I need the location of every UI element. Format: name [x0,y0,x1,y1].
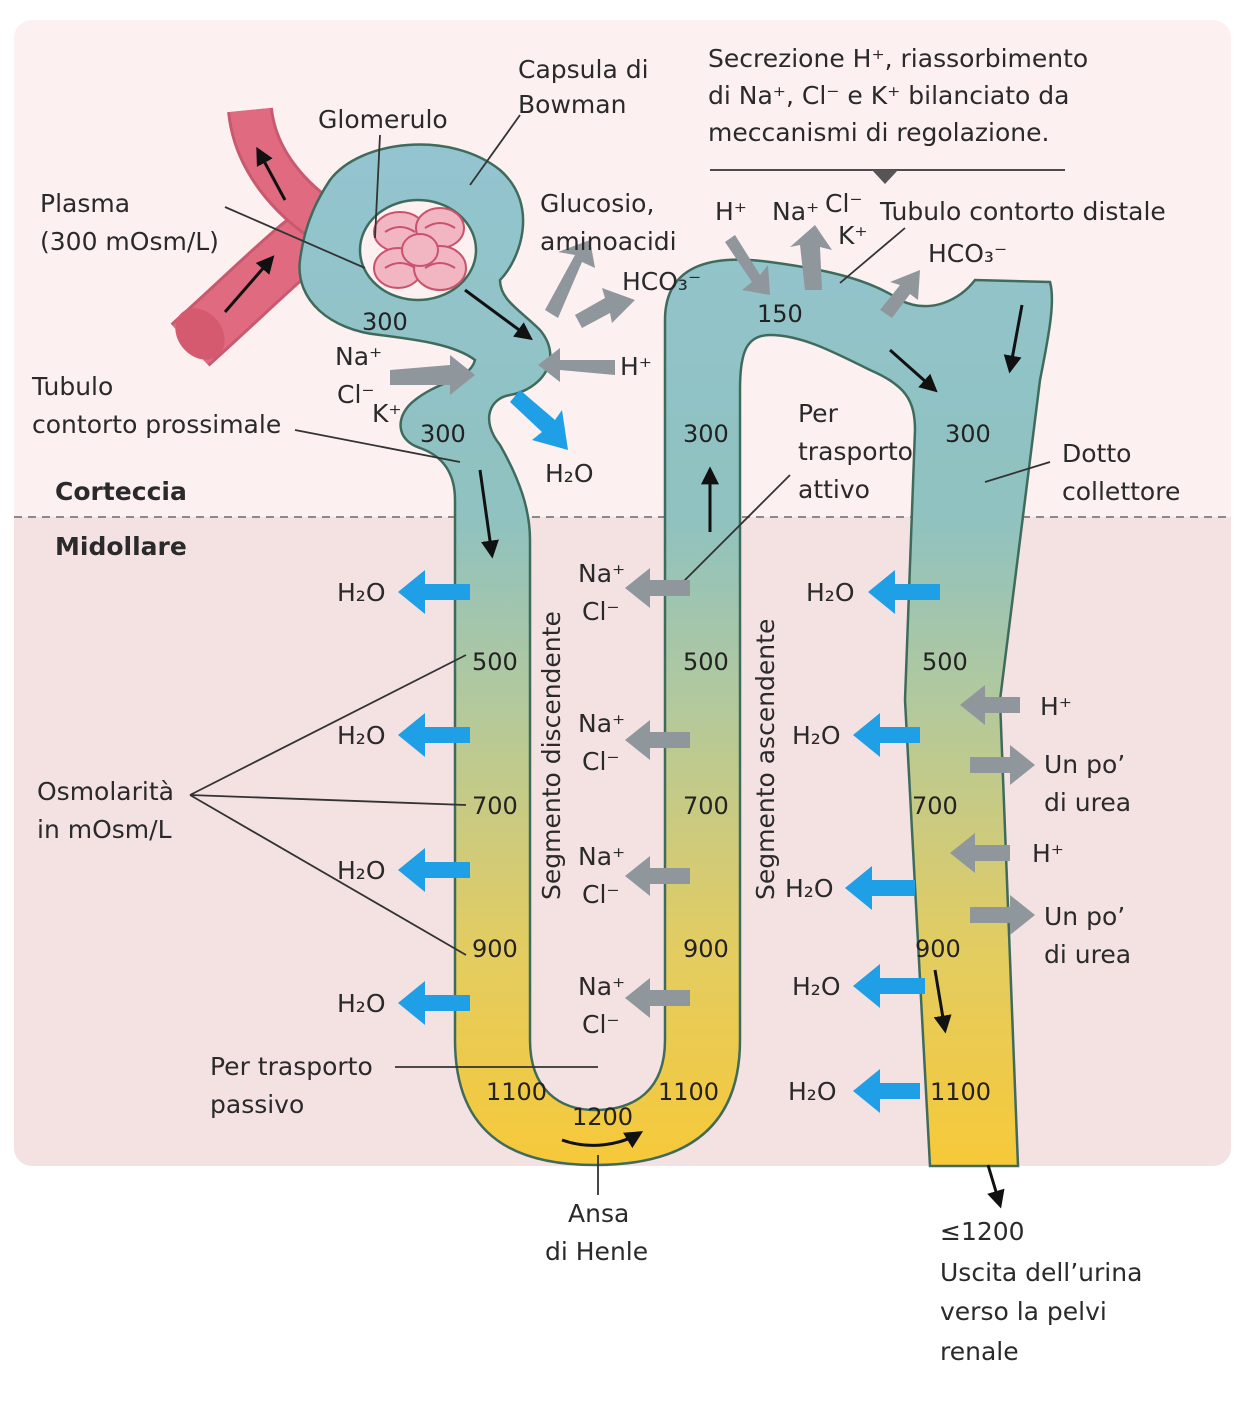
urea-label-1a: Un po’ [1044,750,1125,779]
osm-duct-top: 300 [945,420,991,448]
active-transport-label-1: Per [798,399,839,428]
glucose-label-1: Glucosio, [540,189,654,218]
urea-label-2a: Un po’ [1044,902,1125,931]
k-label-prox: K⁺ [372,399,402,428]
svg-text:Cl⁻: Cl⁻ [582,1010,620,1039]
osm-asc-1100: 1100 [658,1078,719,1106]
osm-desc-1100: 1100 [486,1078,547,1106]
descending-segment-label: Segmento discendente [537,611,566,900]
glucose-label-2: aminoacidi [540,227,677,256]
pointer-triangle [872,170,898,184]
osm-prox-2: 300 [420,420,466,448]
svg-text:H₂O: H₂O [337,721,386,750]
medulla-label: Midollare [55,532,187,561]
proximal-label-2: contorto prossimale [32,410,281,439]
urine-label-4: renale [940,1337,1019,1366]
glomerulus-tuft [373,207,467,291]
henle-label-1: Ansa [568,1199,629,1228]
osm-asc-top: 300 [683,420,729,448]
osm-desc-500: 500 [472,648,518,676]
proximal-label-1: Tubulo [31,372,113,401]
svg-text:H₂O: H₂O [337,856,386,885]
bowman-capsule-label-1: Capsula di [518,55,649,84]
osmolarity-label-1: Osmolarità [37,777,174,806]
svg-text:Cl⁻: Cl⁻ [582,747,620,776]
svg-text:H⁺: H⁺ [1040,692,1072,721]
afferent-arteriole [170,206,338,367]
osm-desc-900: 900 [472,935,518,963]
cl-label-distal: Cl⁻ [825,189,863,218]
secretion-text-2: di Na⁺, Cl⁻ e K⁺ bilanciato da [708,81,1069,110]
osm-distal: 150 [757,300,803,328]
osm-duct-900: 900 [915,935,961,963]
osm-duct-1100: 1100 [930,1078,991,1106]
h-label-prox: H⁺ [620,352,652,381]
osm-desc-700: 700 [472,792,518,820]
svg-text:Na⁺: Na⁺ [578,842,625,871]
svg-text:Cl⁻: Cl⁻ [582,880,620,909]
urea-label-1b: di urea [1044,788,1131,817]
svg-text:H₂O: H₂O [337,578,386,607]
cortex-label: Corteccia [55,477,187,506]
duct-labels: H₂O H₂O H₂O H₂O H₂O H⁺ H⁺ [785,578,1072,1106]
svg-text:H₂O: H₂O [806,578,855,607]
descending-water-labels: H₂O H₂O H₂O H₂O [337,578,386,1018]
active-transport-label-2: trasporto [798,437,913,466]
svg-text:Na⁺: Na⁺ [578,709,625,738]
henle-label-2: di Henle [545,1237,648,1266]
svg-text:H₂O: H₂O [788,1077,837,1106]
glomerulus-label: Glomerulo [318,105,448,134]
collecting-duct-label-2: collettore [1062,477,1180,506]
osm-duct-500: 500 [922,648,968,676]
hco3-label-prox: HCO₃⁻ [622,267,701,296]
osm-loop-bottom: 1200 [572,1103,633,1131]
secretion-text-1: Secrezione H⁺, riassorbimento [708,44,1088,73]
distal-label: Tubulo contorto distale [879,197,1166,226]
osm-asc-500: 500 [683,648,729,676]
svg-text:Cl⁻: Cl⁻ [582,597,620,626]
svg-text:H₂O: H₂O [792,972,841,1001]
ascending-ion-labels: Na⁺ Cl⁻ Na⁺ Cl⁻ Na⁺ Cl⁻ Na⁺ Cl⁻ [578,559,625,1039]
ion-arrows [390,225,1035,1018]
osm-asc-900: 900 [683,935,729,963]
h-label-distal: H⁺ [715,197,747,226]
urea-label-2b: di urea [1044,940,1131,969]
active-transport-label-3: attivo [798,475,870,504]
svg-text:H⁺: H⁺ [1032,839,1064,868]
cl-label-prox: Cl⁻ [337,380,375,409]
secretion-text-3: meccanismi di regolazione. [708,118,1049,147]
plasma-label-2: (300 mOsm/L) [40,227,219,256]
urine-label-2: Uscita dell’urina [940,1258,1142,1287]
svg-text:H₂O: H₂O [785,874,834,903]
flow-arrows [223,146,1024,1209]
osm-duct-700: 700 [912,792,958,820]
collecting-duct-label-1: Dotto [1062,439,1131,468]
svg-text:H₂O: H₂O [792,721,841,750]
osmolarity-label-2: in mOsm/L [37,815,172,844]
urine-label-1: ≤1200 [940,1217,1025,1246]
k-label-distal: K⁺ [838,221,868,250]
svg-text:Na⁺: Na⁺ [578,559,625,588]
bowman-capsule-label-2: Bowman [518,90,626,119]
svg-text:H₂O: H₂O [337,989,386,1018]
na-label-distal: Na⁺ [772,197,819,226]
h2o-label-prox: H₂O [545,459,594,488]
hco3-label-distal: HCO₃⁻ [928,239,1007,268]
water-arrows [398,390,940,1113]
plasma-label-1: Plasma [40,189,130,218]
passive-transport-label-1: Per trasporto [210,1052,373,1081]
urine-label-3: verso la pelvi [940,1297,1107,1326]
na-label-prox: Na⁺ [335,342,382,371]
svg-text:Na⁺: Na⁺ [578,972,625,1001]
ascending-segment-label: Segmento ascendente [751,619,780,900]
osm-asc-700: 700 [683,792,729,820]
passive-transport-label-2: passivo [210,1090,304,1119]
osm-prox-1: 300 [362,308,408,336]
